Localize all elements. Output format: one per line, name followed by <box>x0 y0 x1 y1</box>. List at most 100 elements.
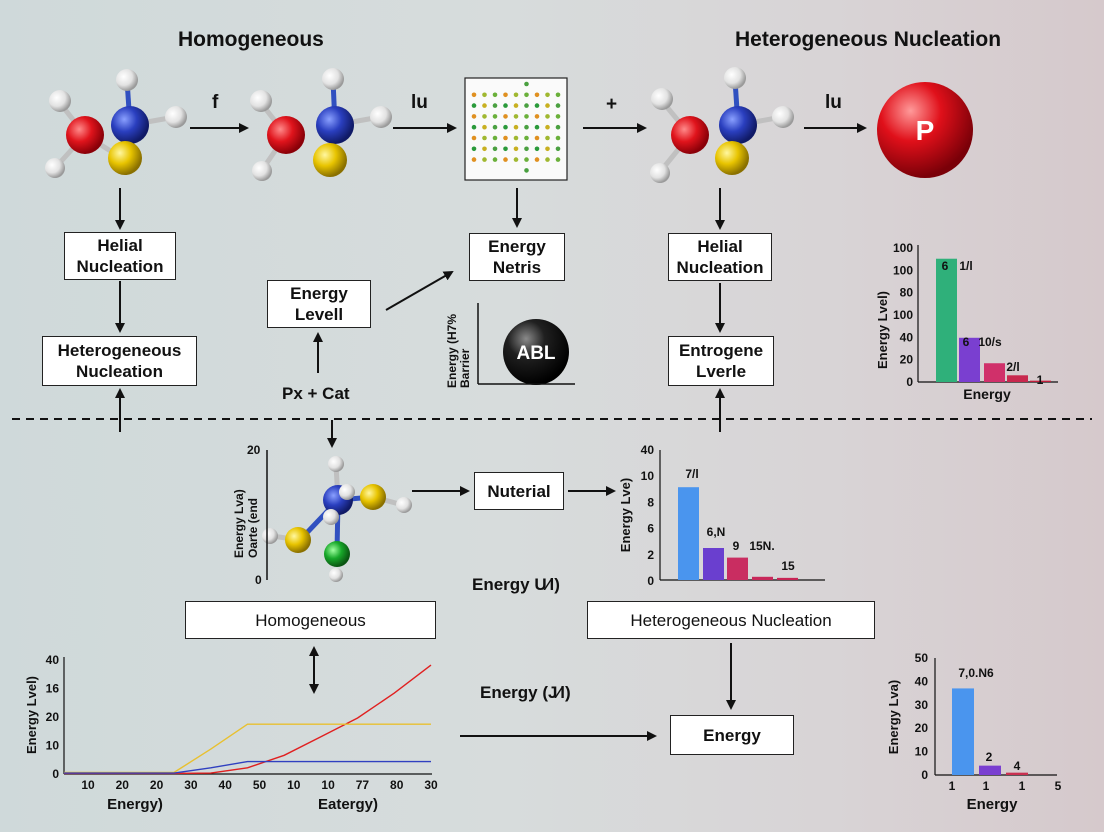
box-nuterial: Nuterial <box>474 472 564 510</box>
energy-u-label: Energy U⁄l) <box>472 575 560 594</box>
bar <box>936 258 957 382</box>
matrix-dot <box>492 124 498 130</box>
bar-label: 4 <box>1014 759 1021 773</box>
y-tick-label: 10 <box>641 469 655 483</box>
y-tick-label: 30 <box>915 698 929 712</box>
matrix-dot <box>482 135 487 141</box>
molecule-icon-1 <box>45 69 187 178</box>
matrix-dot <box>524 81 529 87</box>
x-axis-label: Energy <box>963 386 1011 402</box>
matrix-dot <box>482 146 487 152</box>
y-tick-label: 50 <box>915 651 929 665</box>
x-tick-label: 20 <box>150 778 164 792</box>
matrix-dot <box>524 114 529 119</box>
sphere-letter: P <box>916 115 935 146</box>
x-tick-label: 10 <box>321 778 335 792</box>
bar <box>979 765 1001 775</box>
matrix-dot <box>513 114 519 119</box>
matrix-dot <box>503 92 508 98</box>
arrow-label-f: f <box>212 92 219 113</box>
matrix-dot <box>503 124 508 130</box>
matrix-dot <box>555 135 561 141</box>
bar-label: 1/l <box>959 259 972 273</box>
y-tick-label: 80 <box>900 286 914 300</box>
matrix-dot <box>482 92 487 98</box>
matrix-dot <box>503 146 508 152</box>
box-line: Helial <box>697 237 743 256</box>
molecule-axis-label: Energy Lva)Oarte (end <box>232 489 260 558</box>
x-tick-label: 77 <box>356 778 370 792</box>
y-axis-label: Energy Lvel) <box>24 676 39 754</box>
bar-label: 9 <box>733 539 740 553</box>
box-line: Nucleation <box>76 362 163 381</box>
matrix-dot <box>492 157 498 162</box>
x-axis-label: Energy <box>967 796 1019 813</box>
y-axis-label: Energy Lvel) <box>875 291 890 369</box>
box-line: Heterogeneous <box>57 341 182 360</box>
box-line: Lverle <box>695 362 747 381</box>
matrix-dot <box>524 135 529 141</box>
matrix-dot <box>545 124 550 130</box>
bar <box>959 337 980 382</box>
bar-label: 6 <box>942 259 949 273</box>
matrix-dot <box>534 114 540 119</box>
matrix-dot <box>492 103 498 108</box>
y-tick-label: 0 <box>906 375 913 389</box>
box-line: Netris <box>492 258 542 277</box>
matrix-dot <box>482 157 487 162</box>
x-tick-label: 30 <box>424 778 438 792</box>
matrix-dot <box>482 114 487 119</box>
bar-label: 1 <box>1037 373 1044 387</box>
x-axis-label-left: Energy) <box>107 796 163 813</box>
matrix-dot <box>482 103 487 108</box>
axis-line: Oarte (end <box>246 497 260 558</box>
matrix-dot <box>555 92 561 98</box>
ball-label: ABL <box>516 343 555 364</box>
molecule-axis-tick-bottom: 0 <box>255 573 262 587</box>
x-tick-label: 20 <box>116 778 130 792</box>
matrix-dot <box>513 92 519 98</box>
matrix-dot <box>513 103 519 108</box>
matrix-dot <box>555 114 561 119</box>
y-tick-label: 16 <box>46 682 60 696</box>
matrix-dot <box>524 124 529 130</box>
x-tick-label: 1 <box>949 779 956 793</box>
matrix-dot <box>545 157 550 162</box>
box-line: Nucleation <box>76 257 164 276</box>
molecule-axis-tick-top: 20 <box>247 443 261 457</box>
matrix-dot <box>534 103 540 108</box>
x-tick-label: 1 <box>983 779 990 793</box>
molecule-icon-4 <box>262 456 412 582</box>
molecule-icon-2 <box>250 68 392 181</box>
title-heterogeneous-nucleation: Heterogeneous Nucleation <box>735 28 1002 51</box>
matrix-dot <box>471 114 477 119</box>
arrow-label-lu-2: lu <box>825 92 842 113</box>
bar-label: 15N. <box>749 539 774 553</box>
box-homogeneous: Homogeneous <box>185 601 436 639</box>
dot-matrix-panel <box>464 77 568 181</box>
matrix-dot <box>503 103 508 108</box>
bar <box>984 363 1005 382</box>
matrix-dot <box>513 135 519 141</box>
box-heterogeneous-nucleation-bottom: Heterogeneous Nucleation <box>587 601 875 639</box>
bar-label: 2/l <box>1006 360 1019 374</box>
y-axis-label: Energy Lva) <box>886 680 901 754</box>
y-tick-label: 0 <box>647 574 654 588</box>
x-tick-label: 10 <box>81 778 95 792</box>
matrix-dot <box>524 103 529 108</box>
bar <box>727 557 748 580</box>
x-tick-label: 5 <box>1055 779 1062 793</box>
y-tick-label: 0 <box>52 767 59 781</box>
matrix-dot <box>492 92 498 98</box>
axis-line: Energy Lva) <box>232 489 246 558</box>
px-cat-label: Px + Cat <box>282 384 350 403</box>
title-homogeneous: Homogeneous <box>178 28 324 51</box>
box-energy-bottom: Energy <box>670 715 794 755</box>
y-axis-label: Energy Lve) <box>618 478 633 552</box>
